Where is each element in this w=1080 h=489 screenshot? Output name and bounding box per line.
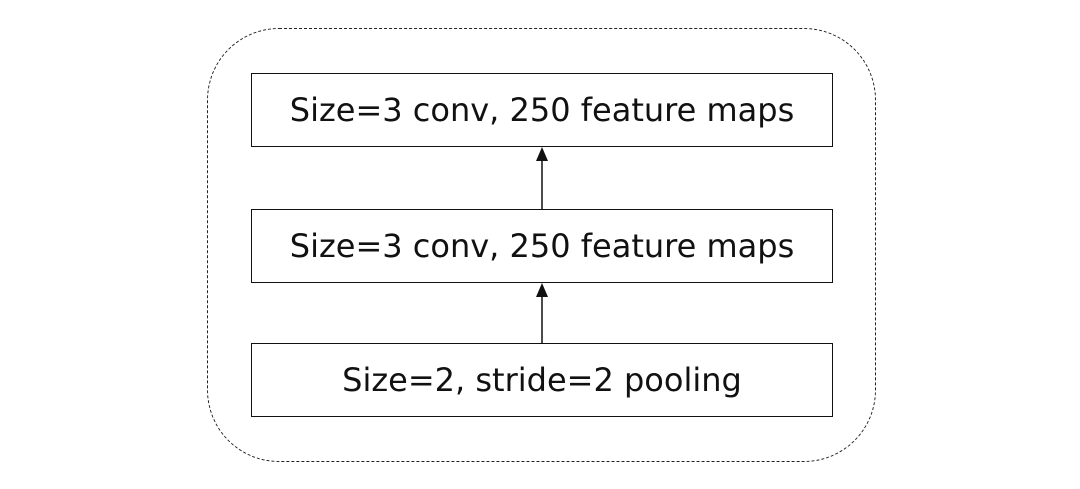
conv-block-middle: Size=3 conv, 250 feature maps	[251, 209, 833, 283]
conv-block-top-label: Size=3 conv, 250 feature maps	[289, 91, 795, 129]
conv-block-middle-label: Size=3 conv, 250 feature maps	[289, 227, 795, 265]
pooling-block: Size=2, stride=2 pooling	[251, 343, 833, 417]
conv-block-top: Size=3 conv, 250 feature maps	[251, 73, 833, 147]
dashed-group-border	[207, 28, 876, 462]
pooling-block-label: Size=2, stride=2 pooling	[342, 361, 742, 399]
